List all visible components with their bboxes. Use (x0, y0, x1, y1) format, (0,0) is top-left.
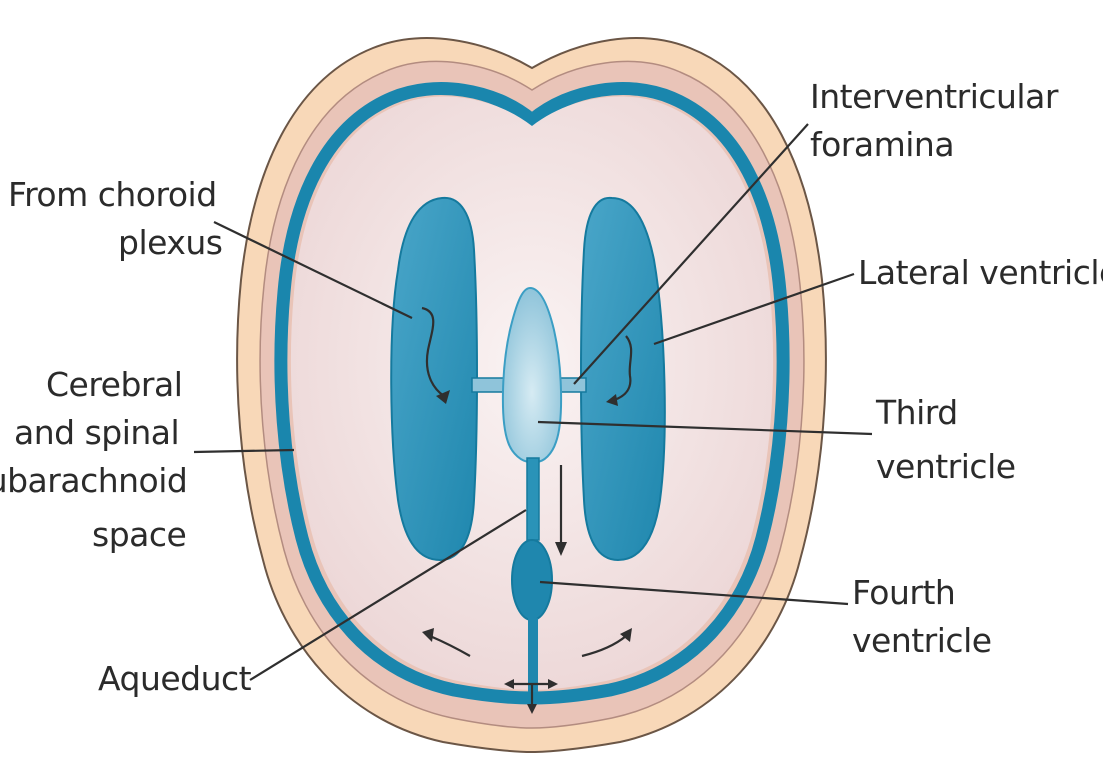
interventricular-label-line1: Interventricular (810, 77, 1059, 116)
fourth-ventricle (512, 540, 552, 620)
subarachnoid-label-line1: Cerebral (46, 365, 182, 404)
fourth-ventricle-label-line1: Fourth (852, 573, 955, 612)
subarachnoid-label-line4: space (92, 515, 186, 554)
third-ventricle-label-line1: Third (875, 393, 958, 432)
left-lateral-ventricle (391, 198, 477, 560)
choroid-label-line1: From choroid (8, 175, 217, 214)
right-lateral-ventricle (581, 198, 665, 560)
interventricular-label-line2: foramina (810, 125, 954, 164)
choroid-label-line2: plexus (118, 223, 222, 262)
fourth-ventricle-outlet (528, 618, 538, 692)
fourth-ventricle-label-line2: ventricle (852, 621, 992, 660)
cerebral-aqueduct (527, 458, 539, 540)
third-ventricle-label-line2: ventricle (876, 447, 1016, 486)
subarachnoid-label-line2: and spinal (14, 413, 179, 452)
lateral-ventricle-label: Lateral ventricle (858, 253, 1103, 292)
subarachnoid-label-line3: subarachnoid (0, 461, 187, 500)
aqueduct-label: Aqueduct (98, 659, 252, 698)
right-interventricular-foramen (558, 378, 586, 392)
